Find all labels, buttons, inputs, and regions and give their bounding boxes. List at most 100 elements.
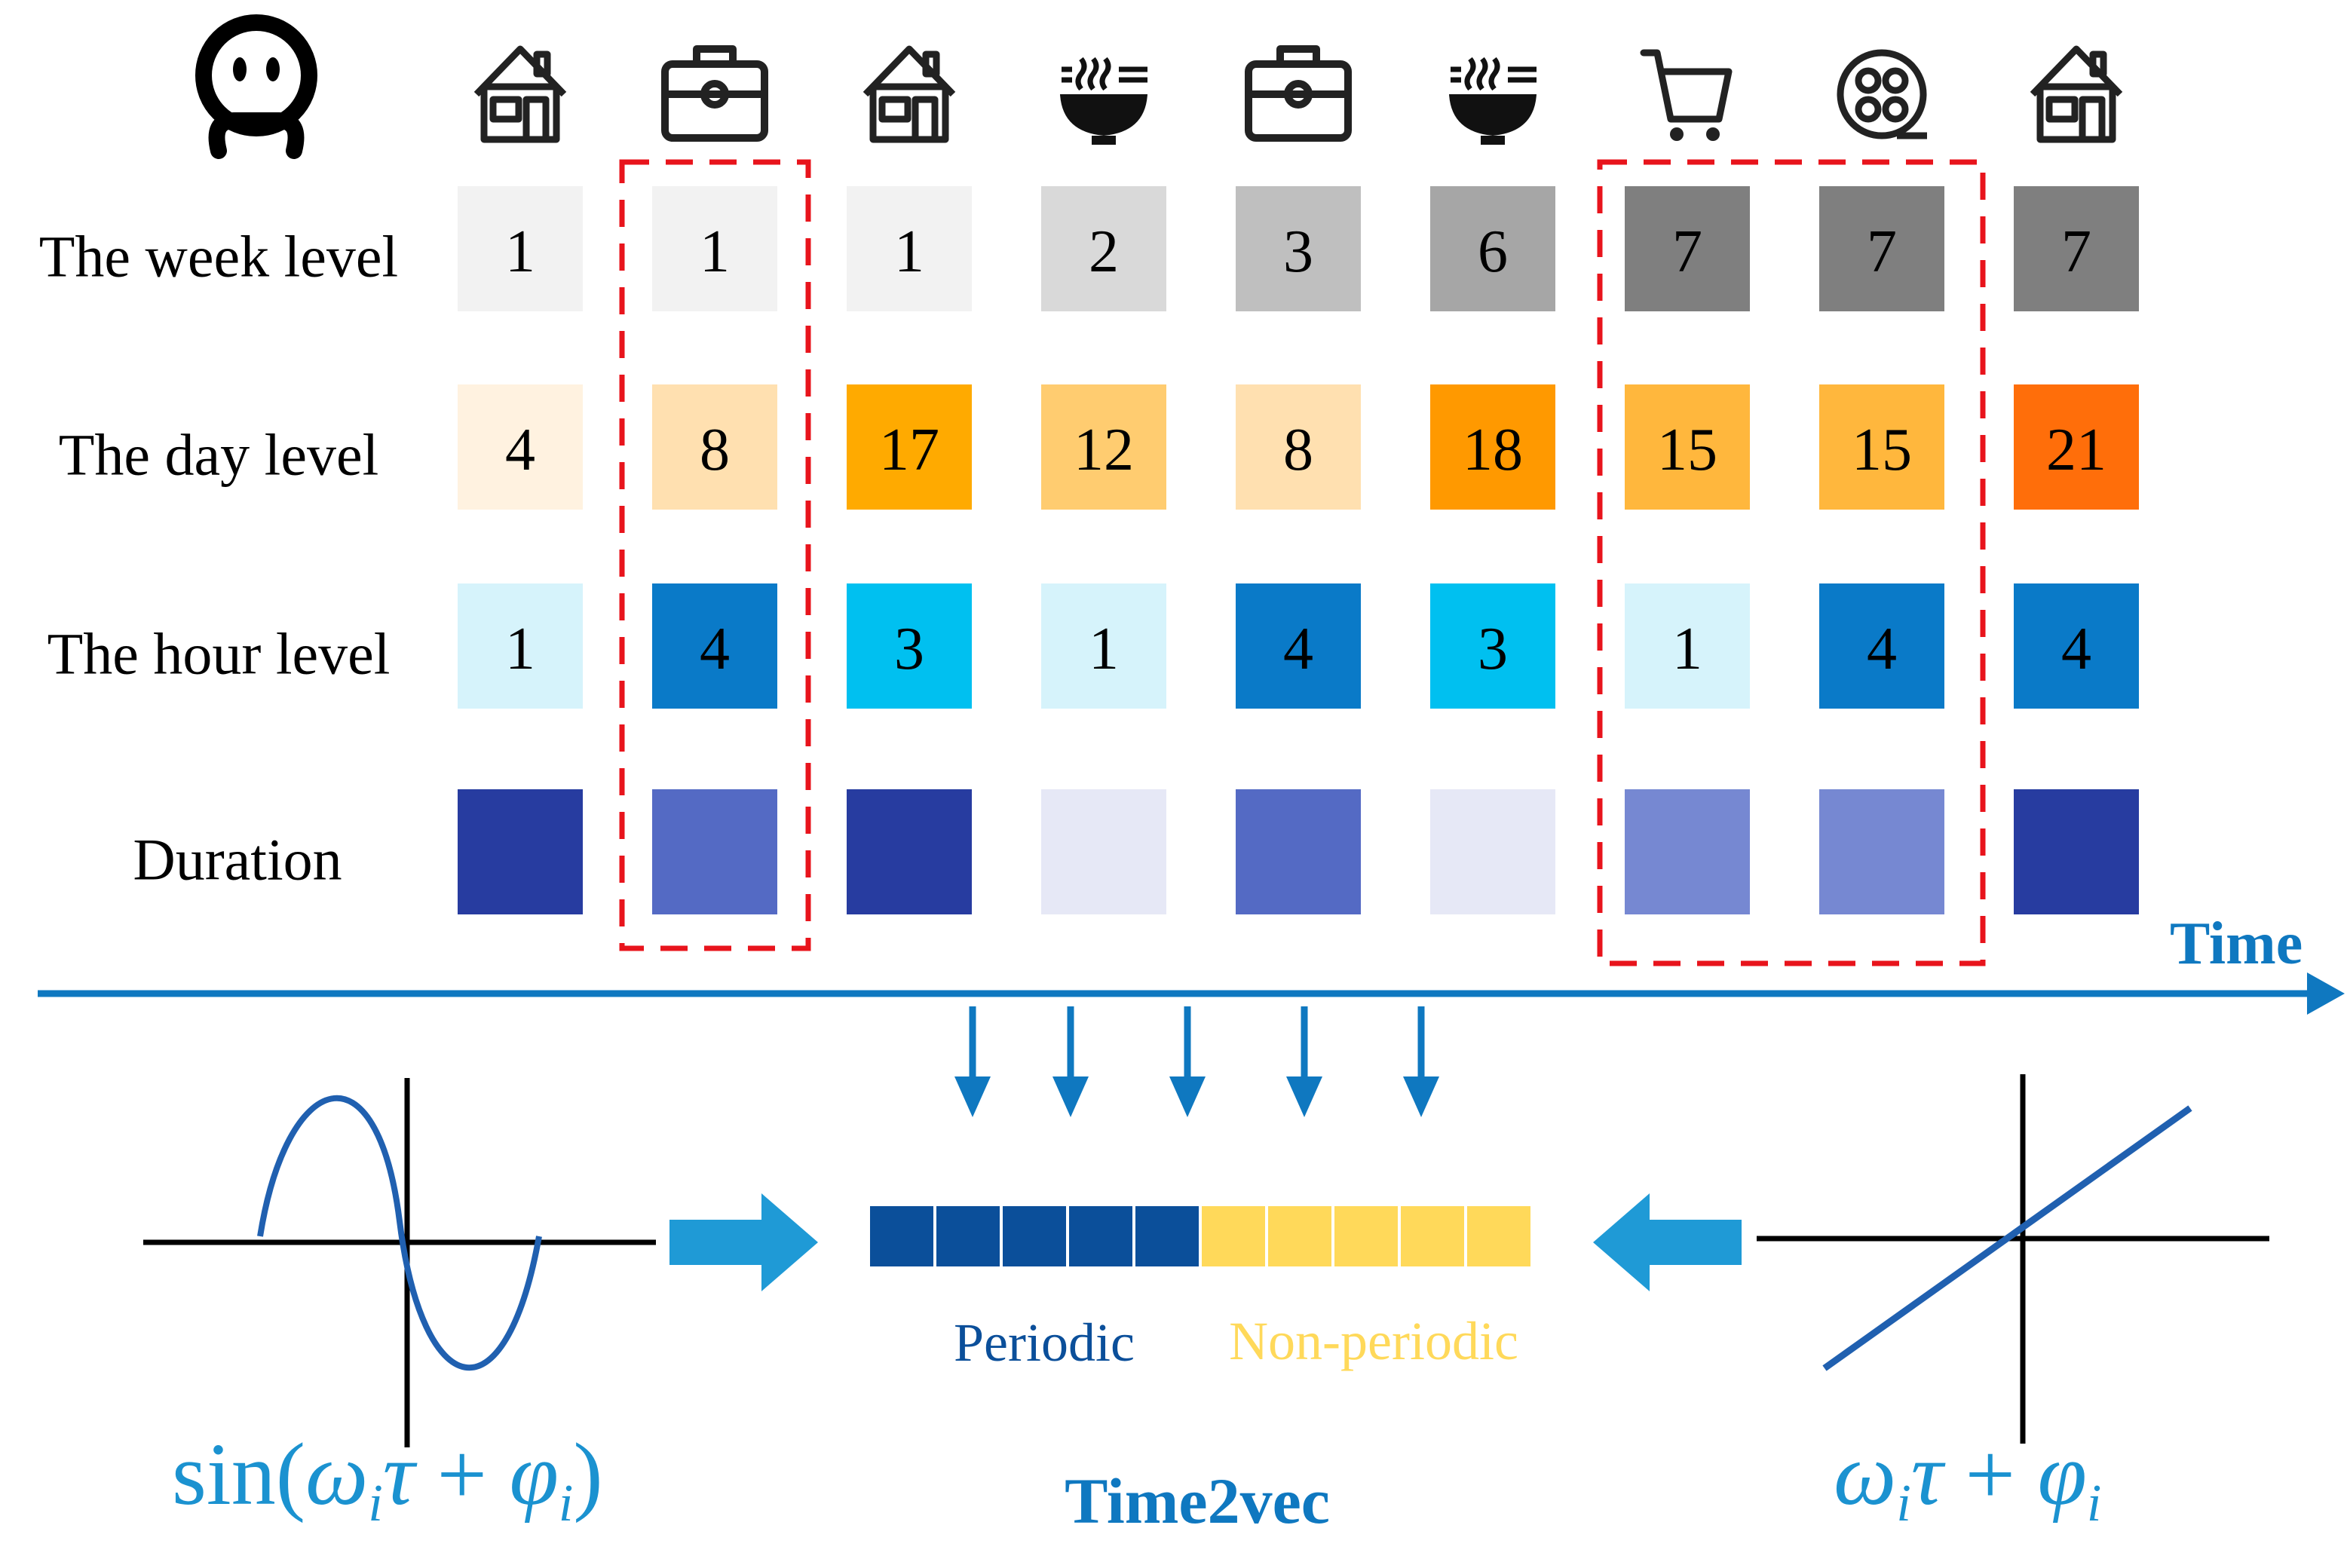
- nonperiodic-cell: [1401, 1206, 1464, 1266]
- cell-value: 3: [894, 616, 924, 682]
- cell-r1-c3: 12: [1041, 384, 1166, 510]
- cell-value: 3: [1478, 616, 1508, 682]
- cell-r0-c5: 6: [1430, 186, 1555, 311]
- nonperiodic-cell: [1268, 1206, 1331, 1266]
- house-icon: [2030, 45, 2123, 143]
- periodic-cell: [1135, 1206, 1199, 1266]
- house-icon: [473, 45, 567, 143]
- food-bowl-icon: [1060, 57, 1147, 145]
- cell-value: 1: [894, 219, 924, 285]
- periodic-label: Periodic: [954, 1312, 1135, 1373]
- cell-r2-c0: 1: [458, 583, 583, 709]
- cell-value: 7: [1867, 219, 1897, 285]
- down-arrows: [954, 1006, 1439, 1117]
- cell-value: 7: [1672, 219, 1702, 285]
- sine-formula: sin(ωiτ + φi): [172, 1425, 603, 1533]
- cell-r2-c5: 3: [1430, 583, 1555, 709]
- highlight-box-work: [619, 159, 811, 951]
- cell-r2-c4: 4: [1236, 583, 1361, 709]
- linear-formula: ωiτ + φi: [1834, 1425, 2101, 1533]
- cell-value: 12: [1074, 417, 1134, 483]
- cell-r2-c2: 3: [847, 583, 972, 709]
- cell-r0-c6: 7: [1625, 186, 1750, 311]
- cell-r3-c7: [1819, 789, 1944, 914]
- time2vec-title: Time2vec: [1065, 1465, 1330, 1537]
- highlight-box-shopping-film: [1597, 159, 1986, 966]
- sine-plot: [143, 1078, 656, 1447]
- nonperiodic-cell: [1467, 1206, 1530, 1266]
- row-label-2: The hour level: [47, 621, 391, 687]
- cell-value: 15: [1657, 417, 1717, 483]
- cell-value: 4: [505, 417, 535, 483]
- briefcase-icon: [661, 45, 768, 142]
- cell-r0-c2: 1: [847, 186, 972, 311]
- cell-r3-c2: [847, 789, 972, 914]
- cell-value: 21: [2046, 417, 2106, 483]
- cell-value: 17: [879, 417, 939, 483]
- cell-value: 1: [1672, 616, 1702, 682]
- film-reel-icon: [1837, 49, 1927, 139]
- cell-r2-c8: 4: [2014, 583, 2139, 709]
- linear-plot: [1757, 1074, 2269, 1444]
- person-icon: [195, 14, 317, 159]
- arrow-right-to-vector: [669, 1193, 818, 1291]
- cell-r0-c3: 2: [1041, 186, 1166, 311]
- time2vec-vector: [870, 1206, 1530, 1266]
- cell-value: 18: [1463, 417, 1523, 483]
- cell-r3-c3: [1041, 789, 1166, 914]
- cell-r0-c4: 3: [1236, 186, 1361, 311]
- cell-r3-c5: [1430, 789, 1555, 914]
- cell-r0-c8: 7: [2014, 186, 2139, 311]
- cell-value: 4: [1867, 616, 1897, 682]
- arrow-left-to-vector: [1593, 1193, 1742, 1291]
- cell-r3-c4: [1236, 789, 1361, 914]
- cell-r1-c1: 8: [652, 384, 777, 510]
- shopping-cart-icon: [1640, 49, 1733, 141]
- cell-r1-c6: 15: [1625, 384, 1750, 510]
- cell-value: 4: [1283, 616, 1313, 682]
- periodic-cell: [1069, 1206, 1132, 1266]
- nonperiodic-cell: [1202, 1206, 1265, 1266]
- cell-r2-c6: 1: [1625, 583, 1750, 709]
- down-arrow-2: [1169, 1006, 1206, 1117]
- cell-value: 8: [700, 417, 730, 483]
- cell-r3-c1: [652, 789, 777, 914]
- down-arrow-3: [1286, 1006, 1322, 1117]
- cell-r0-c7: 7: [1819, 186, 1944, 311]
- cell-r1-c7: 15: [1819, 384, 1944, 510]
- cell-r2-c7: 4: [1819, 583, 1944, 709]
- cell-value: 3: [1283, 219, 1313, 285]
- row-label-1: The day level: [59, 422, 378, 488]
- cell-r2-c3: 1: [1041, 583, 1166, 709]
- cell-value: 1: [505, 219, 535, 285]
- down-arrow-0: [954, 1006, 991, 1117]
- periodic-cell: [870, 1206, 933, 1266]
- cell-value: 2: [1089, 219, 1119, 285]
- row-label-0: The week level: [39, 224, 398, 289]
- cell-r0-c0: 1: [458, 186, 583, 311]
- cell-value: 15: [1852, 417, 1912, 483]
- periodic-cell: [1003, 1206, 1066, 1266]
- time-axis: Time: [38, 911, 2345, 1015]
- cell-value: 8: [1283, 417, 1313, 483]
- down-arrow-1: [1052, 1006, 1089, 1117]
- cell-value: 6: [1478, 219, 1508, 285]
- cell-r1-c2: 17: [847, 384, 972, 510]
- periodic-cell: [936, 1206, 1000, 1266]
- nonperiodic-cell: [1334, 1206, 1398, 1266]
- cell-value: 1: [1089, 616, 1119, 682]
- cell-value: 4: [2061, 616, 2091, 682]
- time-axis-label: Time: [2170, 911, 2303, 977]
- cell-value: 1: [700, 219, 730, 285]
- cell-value: 4: [700, 616, 730, 682]
- cell-r1-c4: 8: [1236, 384, 1361, 510]
- cell-r1-c0: 4: [458, 384, 583, 510]
- cell-r3-c8: [2014, 789, 2139, 914]
- down-arrow-4: [1403, 1006, 1439, 1117]
- cell-value: 7: [2061, 219, 2091, 285]
- cell-r3-c6: [1625, 789, 1750, 914]
- house-icon: [862, 45, 956, 143]
- cell-r1-c8: 21: [2014, 384, 2139, 510]
- cell-r2-c1: 4: [652, 583, 777, 709]
